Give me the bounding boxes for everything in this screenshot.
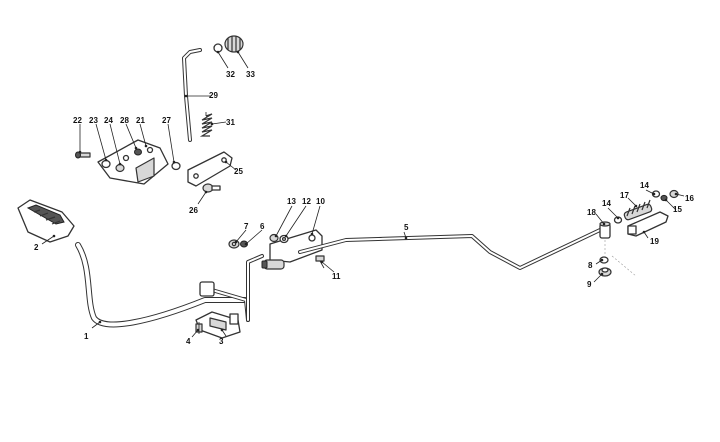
- callout-19: 19: [650, 237, 659, 246]
- callout-12: 12: [302, 197, 311, 206]
- callout-1: 1: [84, 332, 89, 341]
- callout-7: 7: [244, 222, 249, 231]
- washer-24: [115, 163, 125, 173]
- spring-31: [199, 112, 213, 137]
- callout-16: 16: [685, 194, 694, 203]
- callout-13: 13: [287, 197, 296, 206]
- washer-23: [101, 159, 111, 169]
- callout-28: 28: [120, 116, 129, 125]
- callout-14b: 14: [640, 181, 649, 190]
- callout-27: 27: [162, 116, 171, 125]
- washer-8: [599, 256, 609, 264]
- callout-3: 3: [219, 337, 224, 346]
- callout-32: 32: [226, 70, 235, 79]
- callout-26: 26: [189, 206, 198, 215]
- callout-11: 11: [332, 272, 341, 281]
- nut-28: [134, 148, 142, 156]
- callout-10: 10: [316, 197, 325, 206]
- pivot-bracket: [195, 311, 241, 339]
- washer-7: [228, 239, 240, 249]
- callout-6: 6: [260, 222, 265, 231]
- callout-4: 4: [186, 337, 191, 346]
- callout-17: 17: [620, 191, 629, 200]
- washer-14: [613, 190, 661, 224]
- rod-29: [182, 48, 202, 142]
- callout-2: 2: [34, 243, 39, 252]
- link-plate-25: [187, 151, 233, 187]
- callout-23: 23: [89, 116, 98, 125]
- callout-33: 33: [246, 70, 255, 79]
- bracket-19: [627, 211, 669, 237]
- brake-rod: [298, 228, 602, 270]
- nut-16: [669, 189, 679, 199]
- callout-18: 18: [587, 208, 596, 217]
- callout-31: 31: [226, 118, 235, 127]
- callout-22: 22: [73, 116, 82, 125]
- knob-33: [224, 35, 244, 53]
- callout-15: 15: [673, 205, 682, 214]
- leader-lines: [41, 50, 685, 338]
- nut-6: [240, 240, 248, 248]
- callout-25: 25: [234, 167, 243, 176]
- bolt-22: [75, 151, 91, 159]
- pivot-plate: [269, 229, 323, 263]
- stud-pin: [261, 259, 285, 270]
- bolt-4: [195, 322, 203, 334]
- bolt-11: [315, 255, 325, 269]
- brake-pedal-lever: [75, 242, 264, 328]
- callout-8: 8: [588, 261, 593, 270]
- pedal-pad: [17, 199, 75, 243]
- callout-labels: 1 2 3 4 5 6 7 8 9 10 11 12 13 14 14 15 1…: [34, 70, 694, 346]
- mounting-bracket: [97, 139, 169, 185]
- callout-21: 21: [136, 116, 145, 125]
- callout-14a: 14: [602, 199, 611, 208]
- nut-27: [171, 161, 181, 171]
- callout-9: 9: [587, 280, 592, 289]
- callout-5: 5: [404, 223, 409, 232]
- bolt-26: [202, 183, 221, 193]
- callout-29: 29: [209, 91, 218, 100]
- spring-17: [623, 199, 653, 221]
- callout-24: 24: [104, 116, 113, 125]
